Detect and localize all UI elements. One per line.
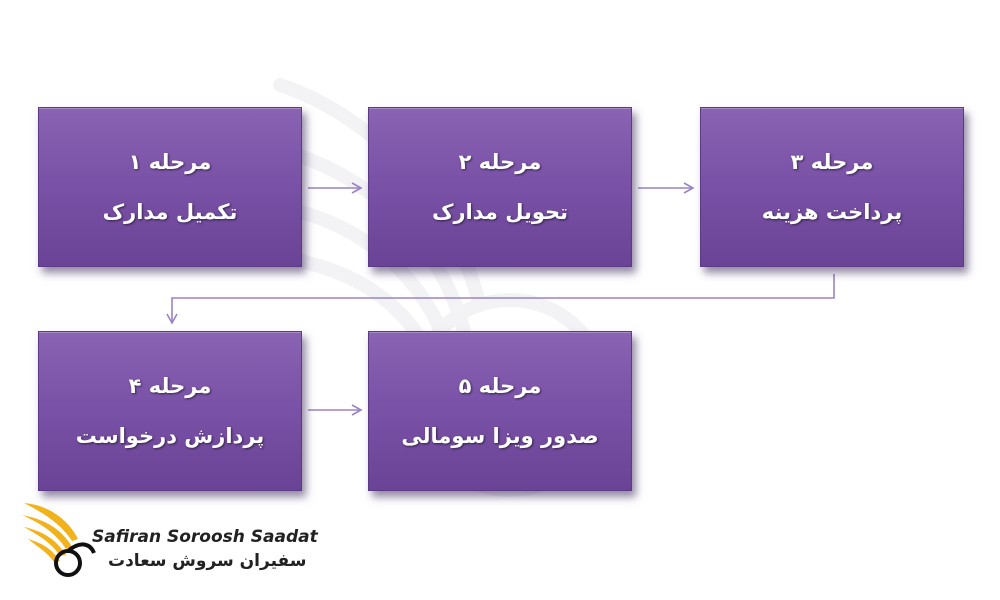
- step-3-box: مرحله ۳ پرداخت هزینه: [700, 107, 964, 267]
- arrow-step3-to-step4: [166, 274, 835, 325]
- step-2-title: تحویل مدارک: [431, 200, 569, 224]
- brand-logo: Safiran Soroosh Saadat سفیران سروش سعادت: [20, 497, 320, 587]
- step-3-title: پرداخت هزینه: [761, 200, 903, 224]
- golden-wing-logo-icon: [22, 503, 96, 577]
- step-2-box: مرحله ۲ تحویل مدارک: [368, 107, 632, 267]
- step-1-number: مرحله ۱: [128, 150, 212, 174]
- brand-name-english: Safiran Soroosh Saadat: [92, 527, 318, 547]
- step-1-box: مرحله ۱ تکمیل مدارک: [38, 107, 302, 267]
- step-5-box: مرحله ۵ صدور ویزا سومالی: [368, 331, 632, 491]
- brand-name-persian: سفیران سروش سعادت: [108, 551, 307, 571]
- step-5-title: صدور ویزا سومالی: [401, 424, 599, 448]
- step-2-number: مرحله ۲: [458, 150, 542, 174]
- step-4-title: پردازش درخواست: [75, 424, 265, 448]
- step-3-number: مرحله ۳: [790, 150, 874, 174]
- step-4-box: مرحله ۴ پردازش درخواست: [38, 331, 302, 491]
- step-4-number: مرحله ۴: [128, 374, 212, 398]
- step-5-number: مرحله ۵: [458, 374, 542, 398]
- step-1-title: تکمیل مدارک: [102, 200, 238, 224]
